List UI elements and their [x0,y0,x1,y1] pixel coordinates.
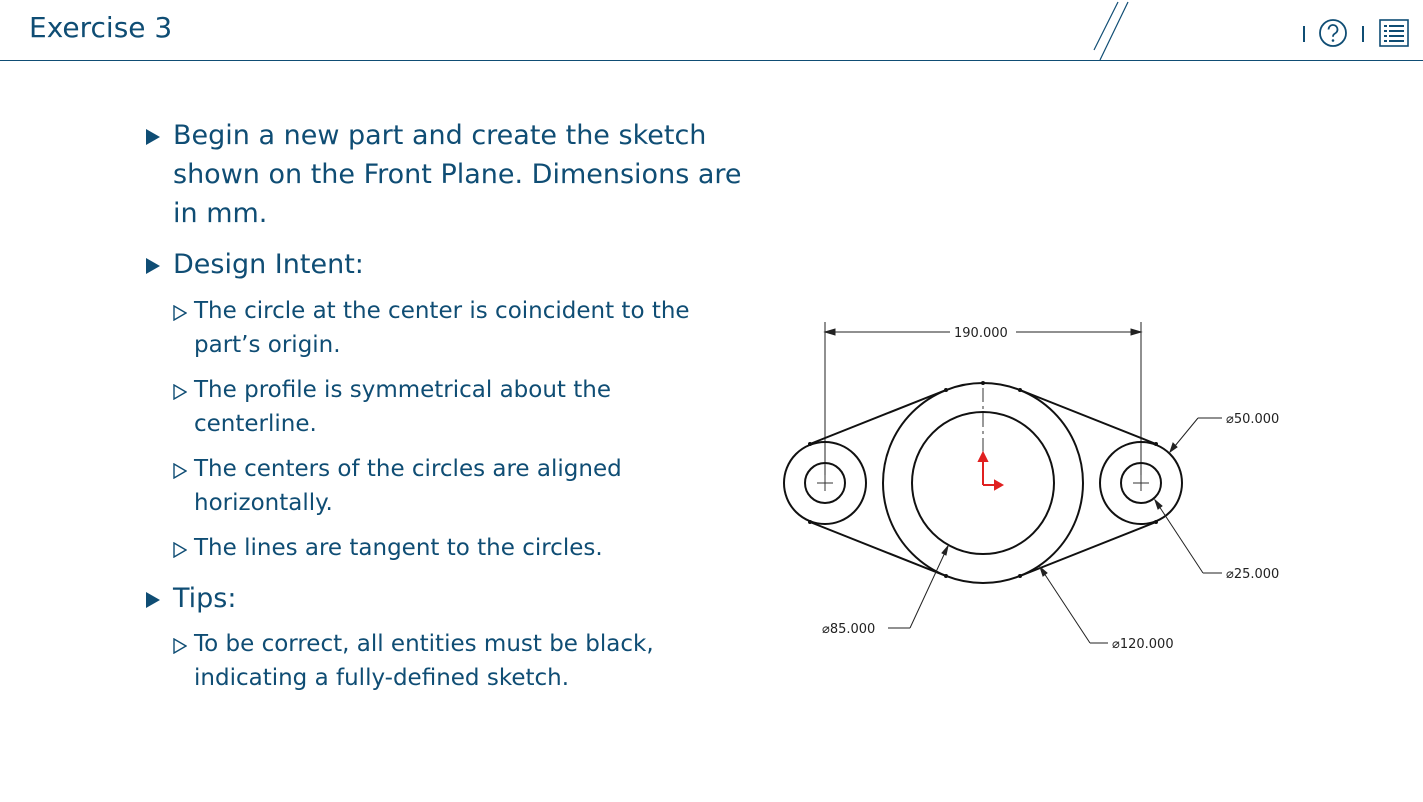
sub-bullet: The circle at the center is coincident t… [173,294,754,362]
help-icon[interactable] [1318,18,1348,48]
sub-bullet-text: The lines are tangent to the circles. [194,535,603,561]
list-menu-icon[interactable] [1378,17,1410,49]
sub-bullet: To be correct, all entities must be blac… [173,627,734,695]
sub-bullet-text: The circle at the center is coincident t… [194,298,690,358]
outline-triangle-icon [173,638,187,654]
bullet-design-intent: Design Intent: [146,245,753,284]
dim-85: ⌀85.000 [822,622,875,637]
sub-bullet-text: The centers of the circles are aligned h… [194,456,622,516]
leader-120 [1038,565,1108,644]
sub-bullet: The centers of the circles are aligned h… [173,452,684,520]
origin-icon [977,450,1005,491]
header-separator [1362,26,1364,42]
outline-triangle-icon [173,463,187,479]
bullet-text: Begin a new part and create the sketch s… [173,120,742,229]
double-slash-decoration [1093,1,1129,61]
bullet-intro: Begin a new part and create the sketch s… [146,116,753,233]
center-inner-circle [911,411,1055,555]
outline-triangle-icon [173,384,187,400]
bullet-triangle-icon [146,129,160,145]
bullet-text: Tips: [173,583,237,614]
right-outer-circle [1099,441,1183,525]
page-title: Exercise 3 [29,11,173,44]
leader-85 [888,545,949,629]
bullet-triangle-icon [146,592,160,608]
bullet-tips: Tips: [146,579,753,618]
tangent-lines [809,389,1157,577]
leader-50 [1169,417,1222,454]
leader-25 [1153,498,1222,574]
bullet-triangle-icon [146,258,160,274]
sub-bullet-text: To be correct, all entities must be blac… [194,631,654,691]
outline-triangle-icon [173,542,187,558]
sub-bullet-text: The profile is symmetrical about the cen… [194,377,612,437]
sub-bullet: The lines are tangent to the circles. [173,531,754,565]
bullet-text: Design Intent: [173,249,364,280]
width-dimension [823,322,1143,480]
header-bar: Exercise 3 [0,0,1423,61]
outline-triangle-icon [173,305,187,321]
dim-190: 190.000 [954,326,1008,341]
sketch-drawing: 190.000 ⌀50.000 [783,322,1279,652]
right-inner-circle [1120,462,1162,504]
left-outer-circle [783,441,867,525]
sketch-points [808,381,1158,578]
sub-bullet: The profile is symmetrical about the cen… [173,373,674,441]
dim-25: ⌀25.000 [1226,567,1279,582]
header-separator [1303,26,1305,42]
dim-50: ⌀50.000 [1226,412,1279,427]
dim-120: ⌀120.000 [1112,637,1174,652]
left-inner-circle [804,462,846,504]
